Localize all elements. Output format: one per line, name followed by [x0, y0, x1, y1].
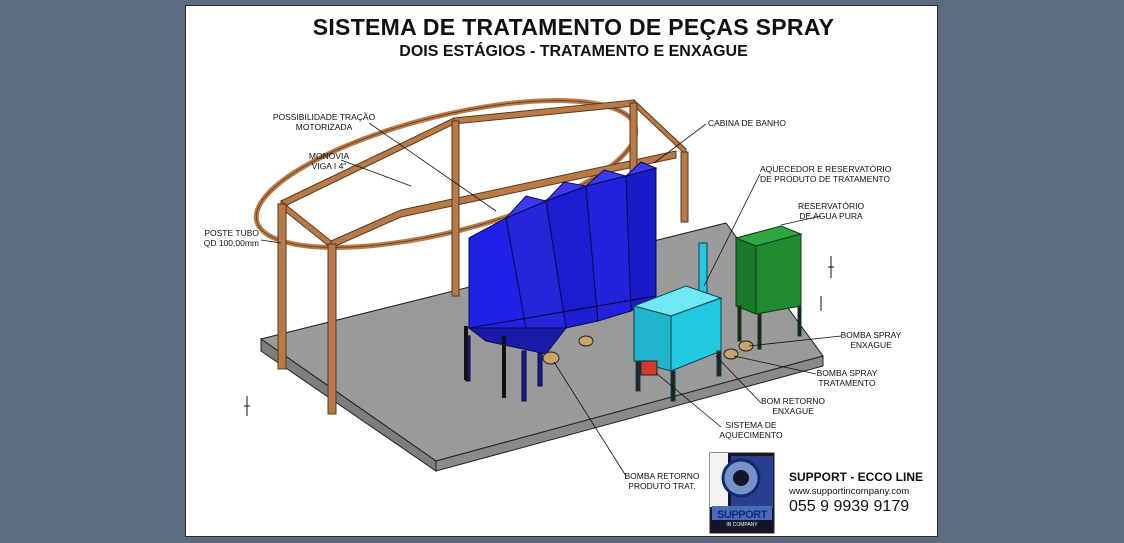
logo-text: SUPPORT: [717, 509, 767, 521]
logo-subtext: IN COMPANY: [726, 522, 758, 528]
water-tank: [734, 225, 803, 350]
drawing-sheet: SISTEMA DE TRATAMENTO DE PEÇAS SPRAY DOI…: [185, 5, 938, 537]
pump-heating: [640, 360, 658, 376]
diagram-svg: [244, 98, 842, 534]
pump-spray-treatment: [723, 348, 739, 360]
heater-tank: [632, 242, 723, 402]
company-website[interactable]: www.supportincompany.com: [789, 486, 910, 497]
pump-spray-rinse: [738, 340, 754, 352]
leader-lines: [260, 122, 842, 477]
dimension-marks: [244, 256, 834, 416]
company-phone: 055 9 9939 9179: [789, 498, 910, 515]
diagram-title: SISTEMA DE TRATAMENTO DE PEÇAS SPRAY: [312, 14, 835, 40]
pump-return-product: [542, 351, 560, 365]
spray-booth: [465, 161, 658, 402]
company-logo: [709, 452, 775, 534]
diagram-subtitle: DOIS ESTÁGIOS - TRATAMENTO E ENXAGUE: [399, 43, 748, 60]
portal-frame: [277, 98, 689, 415]
label-booth: CABINA DE BANHO: [708, 118, 786, 128]
company-name: SUPPORT - ECCO LINE: [789, 470, 924, 484]
